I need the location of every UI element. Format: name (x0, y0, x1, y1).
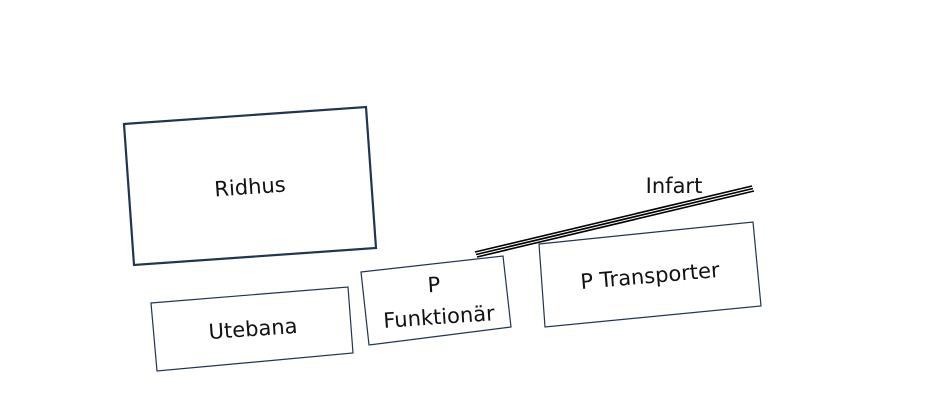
utebana-area: Utebana (150, 286, 354, 372)
infart-road-line-middle (475, 187, 754, 256)
p-transporter-area: P Transporter (538, 221, 762, 328)
infart-road-line-upper (474, 185, 753, 253)
p-funktionar-area: P Funktionär (360, 255, 512, 346)
infart-road-line-lower (476, 190, 755, 258)
p-funktionar-label-line1: P (427, 273, 441, 298)
ridhus-label: Ridhus (214, 173, 287, 202)
infart-road: Infart (474, 174, 755, 258)
ridhus-area: Ridhus (122, 105, 378, 267)
infart-label: Infart (646, 174, 703, 198)
